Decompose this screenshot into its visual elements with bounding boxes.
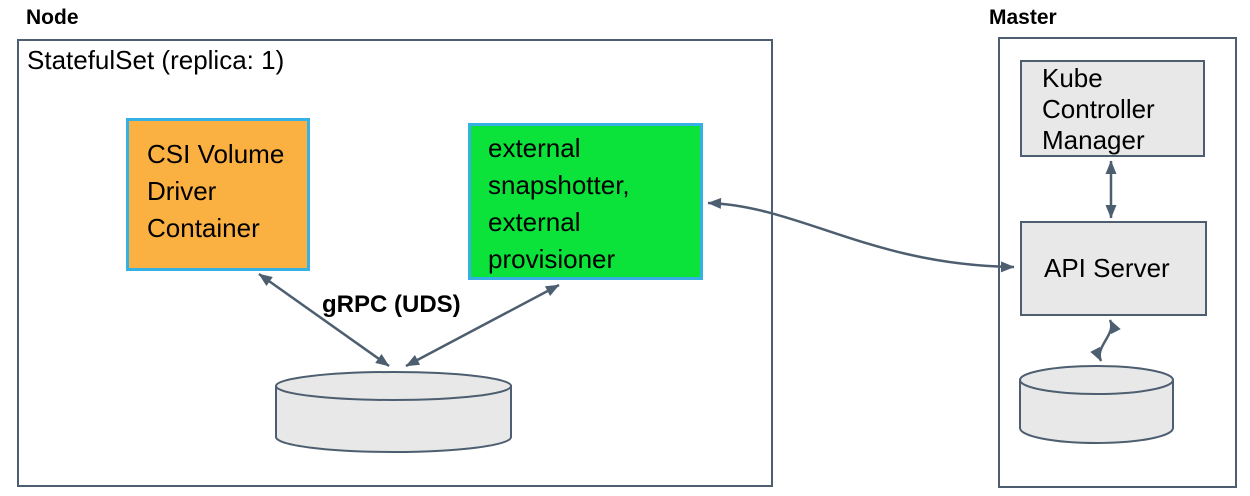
external-box-line: external xyxy=(488,207,581,237)
master-group-label: Master xyxy=(989,6,1057,29)
statefulset-title: StatefulSet (replica: 1) xyxy=(27,45,285,75)
kcm-box-line: Manager xyxy=(1042,125,1145,155)
external-box-line: provisioner xyxy=(488,244,616,274)
csi-volume-driver-container-box: CSI Volume Driver Container xyxy=(126,118,310,271)
external-snapshotter-provisioner-box: external snapshotter, external provision… xyxy=(468,123,703,280)
api-server-box: API Server xyxy=(1020,221,1207,316)
api-server-label: API Server xyxy=(1044,253,1170,283)
emptydir-volume-label: EmptyDir Volume xyxy=(297,404,491,432)
kube-controller-manager-box: Kube Controller Manager xyxy=(1020,60,1205,157)
csi-box-line: Driver xyxy=(147,176,217,206)
etcd-label: etcd xyxy=(1040,392,1097,425)
csi-box-line: CSI Volume xyxy=(147,139,285,169)
grpc-uds-label: gRPC (UDS) xyxy=(322,291,461,318)
csi-box-line: Container xyxy=(147,213,260,243)
node-group-label: Node xyxy=(26,6,79,29)
kcm-box-line: Controller xyxy=(1042,94,1155,124)
kcm-box-line: Kube xyxy=(1042,63,1103,93)
external-box-line: external xyxy=(488,133,581,163)
external-box-line: snapshotter, xyxy=(488,170,630,200)
